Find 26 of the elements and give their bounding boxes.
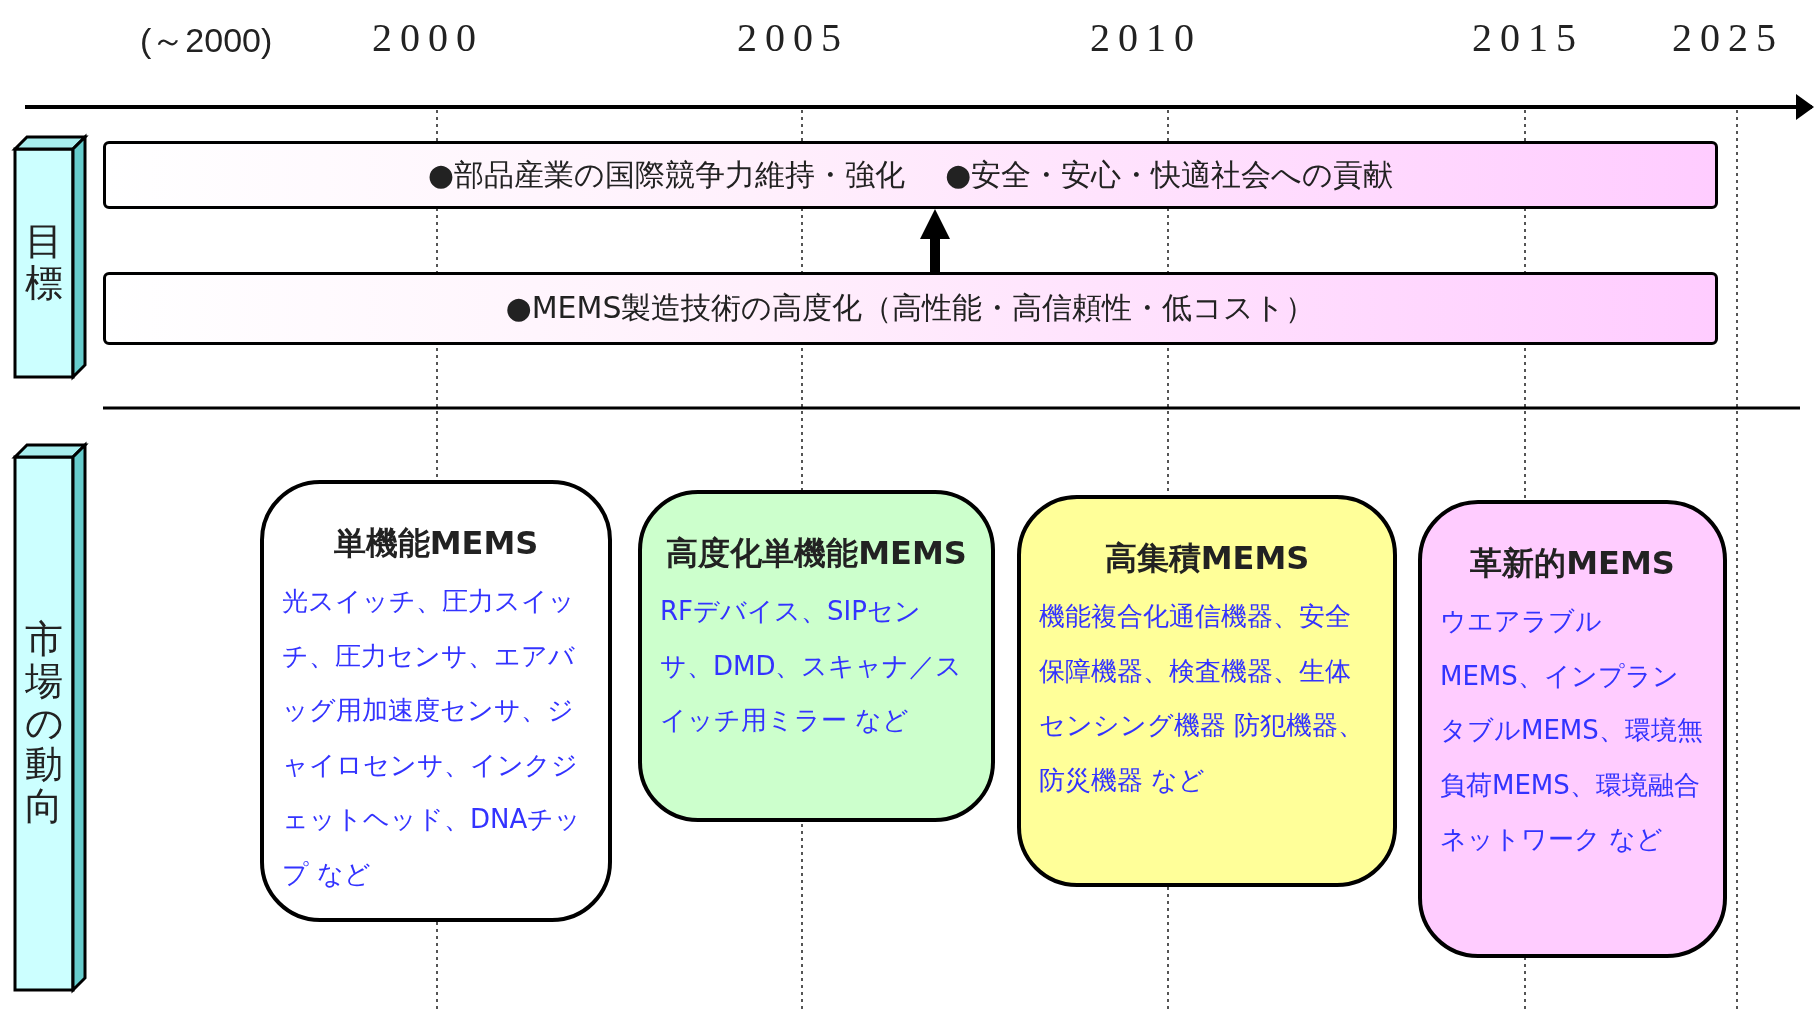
goal-bar	[103, 272, 1718, 345]
stage-title: 高度化単機能MEMS	[665, 533, 968, 574]
goal-text: ●部品産業の国際競争力維持・強化	[427, 155, 905, 194]
stage-card	[1418, 500, 1727, 958]
year-label: (～2000)	[140, 20, 273, 61]
category-label: 目標	[25, 221, 63, 305]
stage-title: 革新的MEMS	[1469, 543, 1676, 584]
arrow	[920, 209, 950, 272]
year-label: 2010	[1090, 14, 1202, 61]
stage-title: 高集積MEMS	[1103, 538, 1311, 579]
category-label: 市場の動向	[25, 619, 63, 828]
year-label: 2025	[1672, 14, 1784, 61]
stage-card	[260, 480, 612, 922]
year-label: 2005	[737, 14, 849, 61]
stage-examples: 機能複合化通信機器、安全保障機器、検査機器、生体センシング機器 防犯機器、防災機器 など	[1039, 600, 1366, 797]
year-label: 2000	[372, 14, 484, 61]
stage-examples: RFデバイス、SIPセンサ、DMD、スキャナ／スイッチ用ミラー など	[660, 595, 964, 738]
stage-card	[1017, 495, 1397, 887]
stage-title: 単機能MEMS	[332, 523, 540, 564]
stage-examples: 光スイッチ、圧力スイッチ、圧力センサ、エアバッグ用加速度センサ、ジャイロセンサ、インクジェットヘッド、DNAチップ など	[282, 585, 583, 891]
goal-text: ●MEMS製造技術の高度化（高性能・高信頼性・低コスト）	[505, 289, 1316, 327]
year-label: 2015	[1472, 14, 1584, 61]
goal-text: ●安全・安心・快適社会への貢献	[945, 155, 1394, 194]
stage-examples: ウエアラブルMEMS、インプランタブルMEMS、環境無負荷MEMS、環境融合ネットワーク など	[1440, 605, 1704, 857]
stage-card	[638, 490, 995, 822]
goal-bar	[103, 141, 1718, 209]
